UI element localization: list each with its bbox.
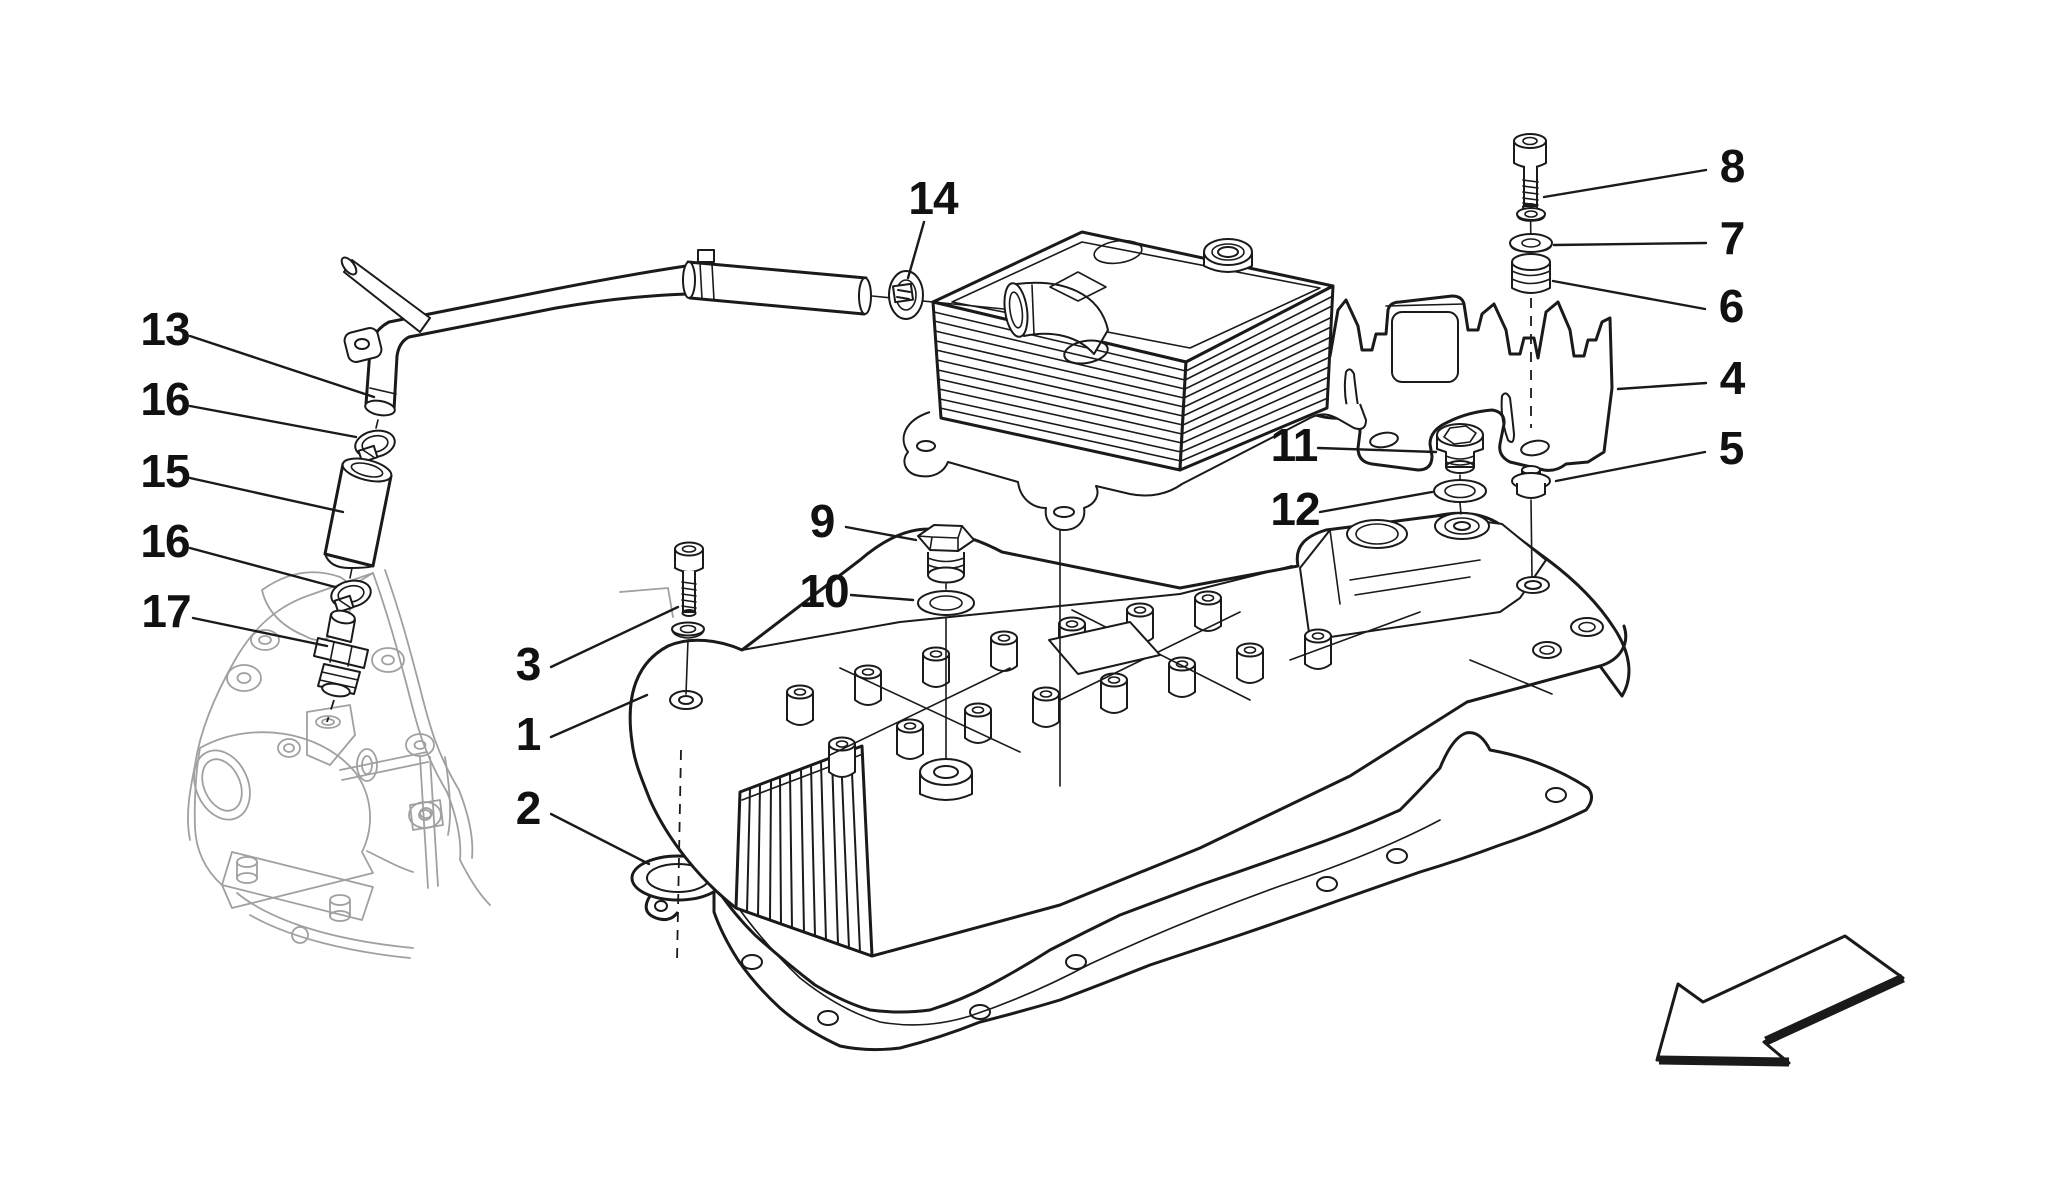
- hose-fitting-17: [313, 609, 369, 698]
- engine-block-sketch: [187, 569, 674, 959]
- washer-12: [1433, 479, 1487, 503]
- hex-plug-9: [917, 524, 975, 584]
- hose-clamp-upper: [354, 429, 396, 464]
- direction-arrow: [1655, 934, 1905, 1067]
- callout-3: 3: [516, 605, 680, 690]
- callout-9: 9: [810, 495, 918, 547]
- plug-port-boss: [919, 758, 973, 801]
- callout-8: 8: [1542, 140, 1746, 199]
- socket-bolt-3: [674, 541, 704, 617]
- callout-label: 16: [140, 515, 189, 567]
- washer-10: [917, 590, 975, 616]
- callout-label: 6: [1719, 280, 1744, 332]
- callout-5: 5: [1554, 422, 1745, 483]
- plug-11: [1436, 423, 1484, 474]
- callout-14: 14: [906, 172, 960, 280]
- callout-7: 7: [1552, 212, 1745, 264]
- bolt-3-stack: [671, 541, 705, 963]
- callout-label: 9: [810, 495, 835, 547]
- plate-lines: [933, 295, 1334, 462]
- callout-15: 15: [140, 445, 345, 514]
- spacer-boss: [1516, 576, 1550, 594]
- cooler-fin-block: [734, 744, 874, 958]
- washer-small-8: [1516, 207, 1546, 222]
- callout-16-lower: 16: [140, 515, 337, 589]
- washer-7: [1509, 233, 1553, 253]
- heat-exchanger: [902, 230, 1367, 531]
- callout-label: 13: [140, 303, 189, 355]
- bolt-8-stack: [1509, 133, 1553, 577]
- callout-label: 7: [1720, 212, 1745, 264]
- spacer-sleeve-15: [323, 457, 393, 569]
- grommet-6: [1511, 253, 1551, 294]
- callout-label: 2: [516, 782, 541, 834]
- callout-11: 11: [1271, 419, 1438, 471]
- callout-label: 14: [908, 172, 959, 224]
- callout-label: 4: [1720, 352, 1746, 404]
- callout-label: 16: [140, 373, 189, 425]
- callout-label: 8: [1720, 140, 1745, 192]
- callout-6: 6: [1551, 279, 1744, 332]
- breather-pipe: [313, 249, 1005, 723]
- callout-label: 15: [140, 445, 190, 497]
- callout-16-upper: 16: [140, 373, 358, 439]
- elbow-fitting: [1003, 281, 1109, 365]
- plug-9-stack: [917, 524, 975, 759]
- pipe-clamp-14: [888, 270, 924, 320]
- plug-11-stack: [1433, 423, 1487, 515]
- plug-boss: [1434, 512, 1490, 540]
- callout-label: 12: [1270, 483, 1319, 535]
- pipe-branch-stub: [340, 256, 431, 333]
- callout-label: 5: [1719, 422, 1744, 474]
- callouts: 14 8 7 6 4 5 11 12: [140, 140, 1747, 866]
- hose-sleeve: [682, 249, 872, 316]
- washer-3: [671, 621, 705, 639]
- callout-13: 13: [140, 303, 376, 399]
- callout-17: 17: [141, 585, 329, 648]
- heat-exchanger-cover: [628, 511, 1631, 958]
- pipe-bracket-tab: [343, 327, 383, 363]
- top-port: [1203, 238, 1253, 273]
- callout-2: 2: [516, 782, 651, 866]
- callout-label: 17: [141, 585, 190, 637]
- callout-label: 11: [1271, 419, 1318, 471]
- callout-label: 10: [799, 565, 848, 617]
- callout-label: 1: [516, 708, 541, 760]
- spacer-5: [1511, 465, 1551, 499]
- hose-clamp-lower: [330, 579, 372, 614]
- deck-studs: [669, 576, 1604, 801]
- callout-10: 10: [799, 565, 915, 617]
- callout-label: 3: [516, 638, 541, 690]
- callout-12: 12: [1270, 483, 1434, 535]
- socket-bolt-8: [1513, 133, 1547, 211]
- callout-1: 1: [516, 693, 649, 760]
- support-bracket: [1268, 294, 1614, 472]
- callout-4: 4: [1616, 352, 1747, 404]
